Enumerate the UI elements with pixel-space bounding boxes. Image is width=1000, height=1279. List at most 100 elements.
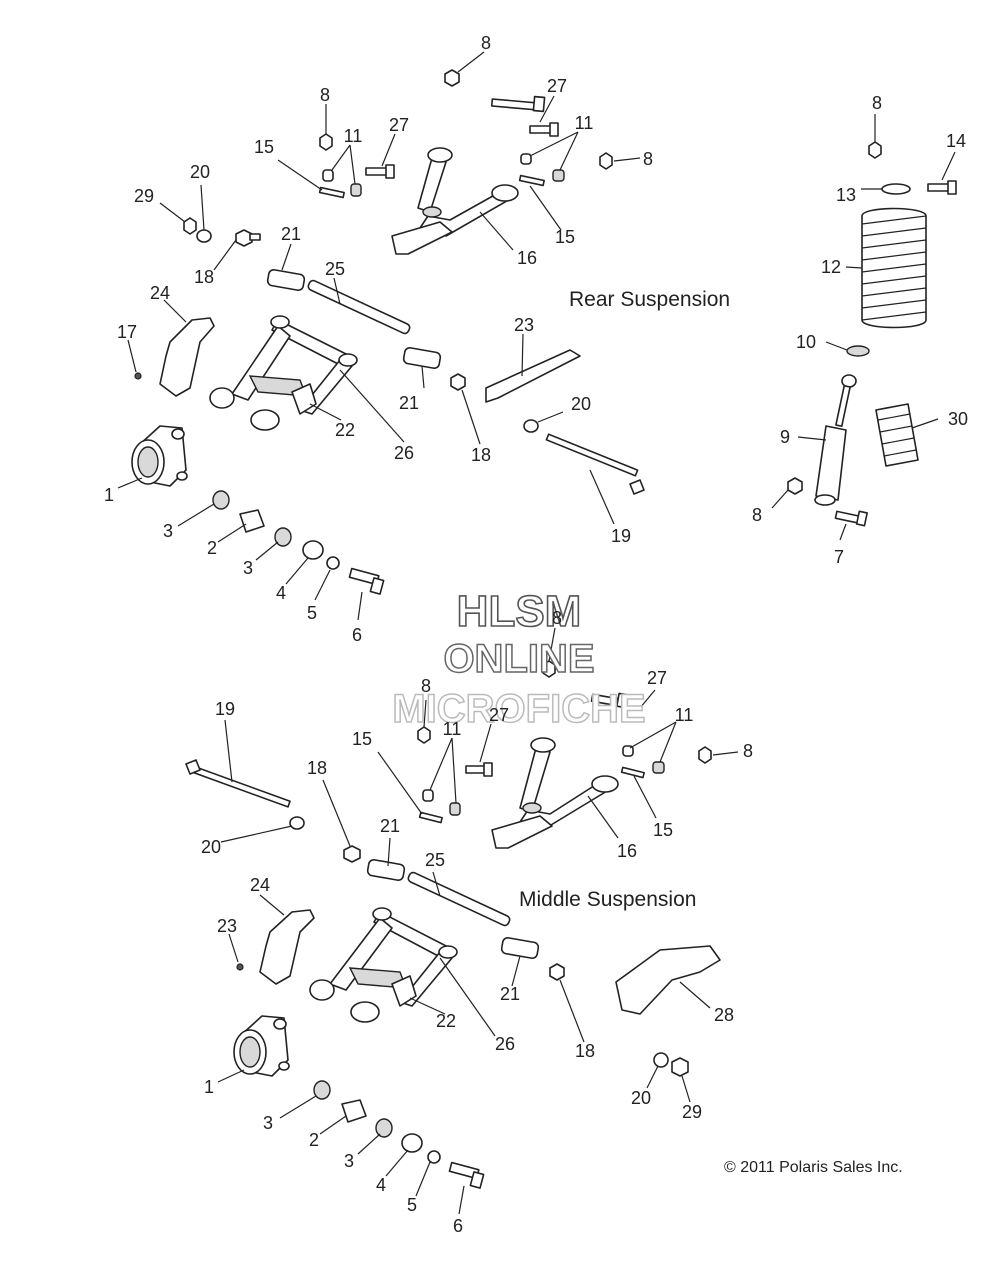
bearing-3b-rear [274, 527, 292, 547]
lower-a-arm-26-mid [309, 907, 458, 1023]
callout-label: 17 [117, 322, 137, 342]
watermark-line-1: HLSM [457, 587, 582, 636]
bolt-27-mid-top [590, 692, 629, 709]
bushing-21-mid-top [366, 858, 406, 882]
callout-label: 20 [190, 162, 210, 182]
washer-20-mid-right [653, 1052, 669, 1068]
shaft-25-mid [407, 871, 511, 927]
callout-label: 27 [389, 115, 409, 135]
callout-label: 15 [352, 729, 372, 749]
callout-label: 20 [201, 837, 221, 857]
upper-a-arm-16 [391, 147, 519, 255]
callout-label: 16 [517, 248, 537, 268]
bushing-11-d [552, 169, 565, 182]
pin-15-right [518, 174, 545, 187]
callout-label: 9 [780, 427, 790, 447]
callout-label: 24 [250, 875, 270, 895]
long-bolt-19-rear [545, 433, 645, 495]
callout-label: 8 [643, 149, 653, 169]
nut-8-shock-bottom [787, 477, 803, 495]
shaft-25-rear [307, 279, 411, 335]
callout-label: 24 [150, 283, 170, 303]
callout-label: 21 [281, 224, 301, 244]
callout-label: 8 [320, 85, 330, 105]
callout-label: 1 [204, 1077, 214, 1097]
middle-suspension-parts [185, 660, 721, 1189]
nut-8-left [319, 133, 333, 151]
retainer-10 [846, 345, 870, 357]
shock-callouts: 8 14 13 12 10 30 9 8 7 [752, 93, 968, 567]
nut-8-top [444, 69, 460, 87]
callout-label: 14 [946, 131, 966, 151]
bolt-18-lower [450, 373, 466, 391]
callout-label: 10 [796, 332, 816, 352]
callout-label: 6 [352, 625, 362, 645]
callout-label: 21 [399, 393, 419, 413]
callout-label: 8 [743, 741, 753, 761]
knuckle-1-mid [233, 1015, 290, 1077]
callout-label: 5 [307, 603, 317, 623]
bolt-6-mid [448, 1161, 485, 1189]
pin-15-left [318, 186, 345, 199]
watermark-line-2: ONLINE [443, 637, 594, 681]
watermark-line-3: MICROFICHE [392, 687, 645, 731]
screw-23-rear [134, 372, 142, 380]
bolt-27-top [490, 95, 546, 113]
callout-label: 8 [552, 608, 562, 628]
guard-24-rear [159, 317, 215, 397]
callout-label: 3 [344, 1151, 354, 1171]
callout-label: 19 [215, 699, 235, 719]
bushing-11-mid-a [422, 789, 434, 802]
knuckle-1-rear [131, 425, 188, 487]
spacer-2-rear [239, 509, 265, 533]
callout-label: 1 [104, 485, 114, 505]
shock-9 [814, 374, 857, 506]
callout-label: 2 [207, 538, 217, 558]
bolt-27-mid-left [465, 762, 493, 777]
callout-label: 23 [514, 315, 534, 335]
callout-label: 19 [611, 526, 631, 546]
leader-lines [117, 51, 956, 1215]
bracket-22-rear [291, 383, 317, 415]
callout-label: 21 [380, 816, 400, 836]
callout-label: 29 [134, 186, 154, 206]
callout-label: 7 [834, 547, 844, 567]
callout-label: 16 [617, 841, 637, 861]
bolt-14 [927, 180, 957, 195]
bushing-11-c [520, 153, 532, 165]
retainer-13 [881, 183, 911, 195]
pin-15-mid-left [418, 811, 443, 824]
callout-label: 27 [489, 705, 509, 725]
callout-label: 5 [407, 1195, 417, 1215]
callout-label: 29 [682, 1102, 702, 1122]
callout-label: 13 [836, 185, 856, 205]
bushing-21-top [266, 268, 306, 292]
rear-suspension-parts [131, 69, 645, 595]
bolt-27-left [365, 164, 395, 179]
callout-label: 4 [276, 583, 286, 603]
callout-label: 27 [547, 76, 567, 96]
washer-20-left [196, 229, 212, 243]
bolt-18-top [235, 229, 261, 247]
bolt-27-right [529, 122, 559, 137]
middle-suspension-title: Middle Suspension [519, 888, 696, 911]
callout-label: 26 [495, 1034, 515, 1054]
middle-callouts: 8 27 8 27 11 11 8 19 15 18 21 15 16 20 2… [201, 608, 753, 1236]
long-bolt-19-mid [185, 759, 291, 808]
nut-8-right [599, 152, 613, 170]
callout-label: 22 [335, 420, 355, 440]
callout-label: 11 [575, 113, 594, 133]
rear-callouts: 8 27 8 27 11 11 8 15 15 16 20 29 21 25 1… [104, 33, 653, 645]
callout-label: 3 [263, 1113, 273, 1133]
bolt-18-mid-lower [549, 963, 565, 981]
nut-29-mid [671, 1057, 689, 1077]
boot-30 [875, 403, 919, 467]
callout-label: 2 [309, 1130, 319, 1150]
nut-29-left [183, 217, 197, 235]
pin-15-mid-right [620, 766, 645, 779]
callout-label: 11 [344, 126, 363, 146]
spring-12 [861, 207, 927, 329]
bearing-3b-mid [375, 1118, 393, 1138]
callout-label: 25 [325, 259, 345, 279]
